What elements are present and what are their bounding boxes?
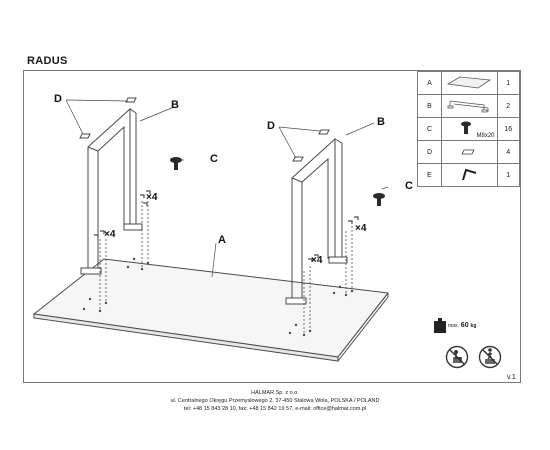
count-right-back: ×4 bbox=[355, 223, 367, 234]
pad-right-top bbox=[318, 129, 330, 135]
weight-icon bbox=[434, 318, 446, 333]
leg-frame-left bbox=[80, 107, 143, 275]
pad-left-mid bbox=[79, 133, 91, 139]
parts-table: A 1 B 2 C M8x20 16 D 4 E bbox=[417, 71, 520, 187]
pad-left-top bbox=[125, 97, 137, 103]
part-letter: C bbox=[417, 117, 442, 141]
parts-row-c: C M8x20 16 bbox=[417, 117, 520, 141]
screws-left-back bbox=[140, 190, 151, 206]
label-d-left: D bbox=[54, 93, 62, 105]
part-qty: 2 bbox=[496, 94, 520, 118]
count-left-front: ×4 bbox=[104, 229, 116, 240]
parts-row-e: E 1 bbox=[417, 163, 520, 187]
pad-icon bbox=[441, 140, 498, 164]
screws-right-front bbox=[308, 254, 319, 262]
no-sitting-warning-icon bbox=[445, 345, 469, 369]
label-a: A bbox=[218, 234, 226, 246]
pad-right-mid bbox=[292, 156, 304, 162]
tabletop-icon bbox=[441, 71, 498, 95]
label-c-right: C bbox=[405, 180, 413, 192]
max-load-label: max. bbox=[448, 323, 459, 329]
footer: HALMAR Sp. z o.o. ul. Centralnego Okręgu… bbox=[0, 389, 550, 413]
part-qty: 1 bbox=[496, 163, 520, 187]
part-qty: 4 bbox=[496, 140, 520, 164]
max-load-unit: kg bbox=[470, 323, 477, 329]
footer-address: ul. Centralnego Okręgu Przemysłowego 2, … bbox=[170, 398, 380, 404]
assembly-diagram: D B C D B C A ×4 ×4 ×4 ×4 bbox=[32, 93, 413, 362]
footer-company: HALMAR Sp. z o.o. bbox=[251, 390, 299, 396]
footer-contact: tel: +48 15 843 28 10, fax: +48 15 842 1… bbox=[183, 406, 367, 412]
parts-row-b: B 2 bbox=[417, 94, 520, 118]
label-d-right: D bbox=[267, 120, 275, 132]
part-letter: D bbox=[417, 140, 442, 164]
leg-frame-right bbox=[285, 137, 348, 305]
parts-row-a: A 1 bbox=[417, 71, 520, 95]
no-standing-warning-icon bbox=[478, 345, 502, 369]
version-label: v.1 bbox=[507, 374, 516, 381]
part-qty: 1 bbox=[496, 71, 520, 95]
hex-key-icon bbox=[441, 163, 498, 187]
count-right-front: ×4 bbox=[311, 255, 323, 266]
screw-c-left bbox=[170, 157, 182, 170]
screws-right-back bbox=[348, 216, 359, 224]
label-b-right: B bbox=[377, 116, 385, 128]
screw-c-right bbox=[373, 193, 385, 206]
count-left-back: ×4 bbox=[146, 192, 158, 203]
max-load: max. 60 kg bbox=[448, 322, 476, 329]
product-title: RADUS bbox=[27, 55, 68, 67]
screw-icon: M8x20 bbox=[441, 117, 498, 141]
part-qty: 16 bbox=[496, 117, 520, 141]
label-c-left: C bbox=[210, 153, 218, 165]
screw-spec: M8x20 bbox=[476, 133, 495, 139]
label-b-left: B bbox=[171, 99, 179, 111]
parts-row-d: D 4 bbox=[417, 140, 520, 164]
part-letter: E bbox=[417, 163, 442, 187]
diagram-frame bbox=[23, 70, 521, 383]
part-letter: A bbox=[417, 71, 442, 95]
leg-frame-icon bbox=[441, 94, 498, 118]
max-load-value: 60 bbox=[460, 322, 469, 329]
part-letter: B bbox=[417, 94, 442, 118]
screws-left-front bbox=[94, 230, 105, 238]
